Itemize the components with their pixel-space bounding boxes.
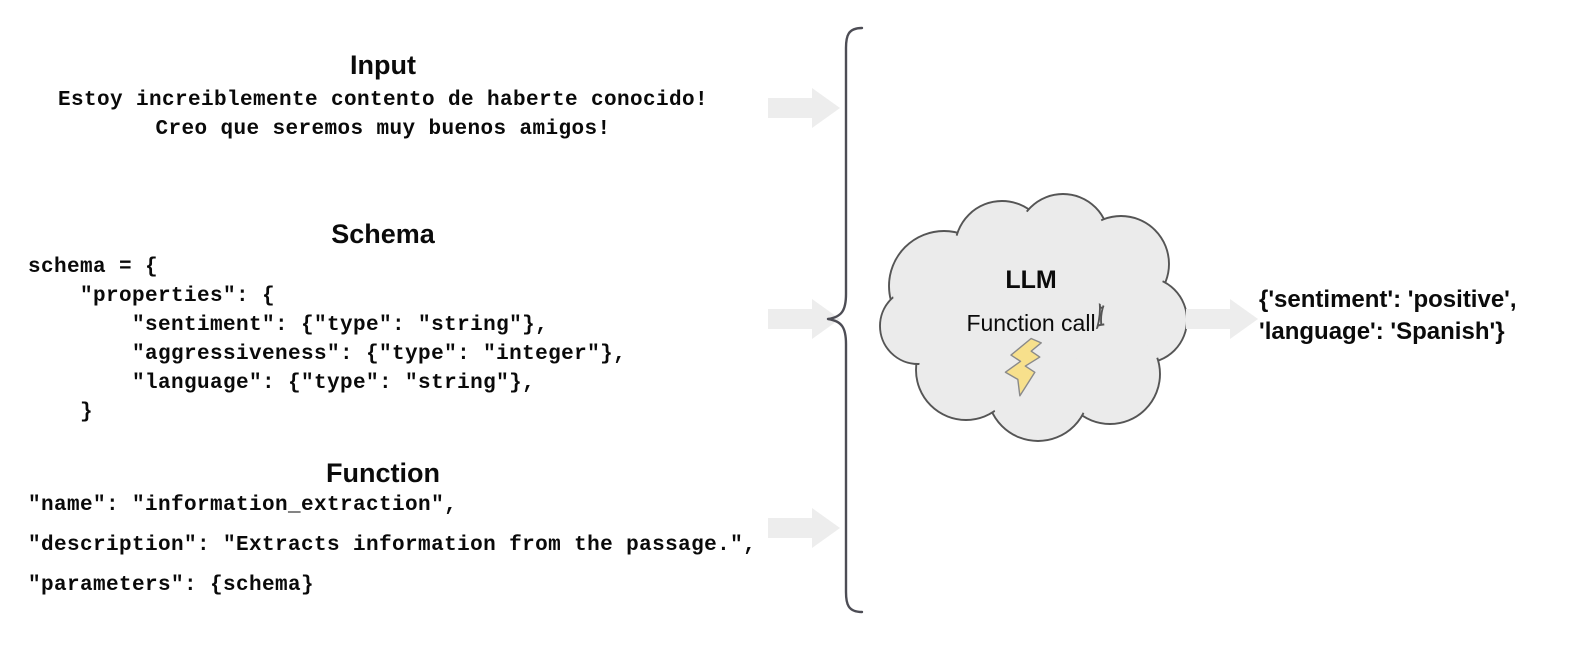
function-line-3: "parameters": {schema}	[28, 574, 315, 597]
arrow-right-icon	[768, 88, 840, 128]
schema-line-6: }	[28, 401, 94, 424]
input-arrow	[768, 88, 840, 128]
arrow-right-icon	[768, 299, 840, 339]
output-line-1: {'sentiment': 'positive',	[1259, 286, 1517, 313]
llm-subtitle: Function call	[966, 310, 1096, 336]
input-line-1: Estoy increiblemente contento de haberte…	[57, 89, 709, 112]
left-curly-brace	[826, 22, 886, 618]
schema-heading: Schema	[331, 219, 435, 249]
schema-line-4: "aggressiveness": {"type": "integer"},	[28, 343, 627, 366]
cloud-icon	[879, 193, 1188, 442]
lightning-bolt-icon	[1004, 337, 1042, 397]
arrow-right-icon	[1186, 299, 1258, 339]
schema-line-2: "properties": {	[28, 285, 276, 308]
schema-line-1: schema = {	[28, 256, 159, 279]
function-line-1: "name": "information_extraction",	[28, 494, 458, 517]
schema-line-5: "language": {"type": "string"},	[28, 372, 536, 395]
llm-title: LLM	[1005, 266, 1057, 294]
input-line-2: Creo que seremos muy buenos amigos!	[155, 118, 611, 141]
arrow-right-icon	[768, 508, 840, 548]
function-arrow	[768, 508, 840, 548]
llm-cloud: LLM Function call	[878, 193, 1188, 442]
output-arrow	[1186, 299, 1258, 339]
function-heading: Function	[326, 458, 440, 488]
input-heading: Input	[350, 50, 416, 80]
schema-arrow	[768, 299, 840, 339]
curly-brace-icon	[826, 26, 864, 614]
function-line-2: "description": "Extracts information fro…	[28, 534, 757, 557]
lightning-bolt	[1002, 336, 1054, 398]
schema-line-3: "sentiment": {"type": "string"},	[28, 314, 549, 337]
output-line-2: 'language': 'Spanish'}	[1259, 318, 1505, 345]
